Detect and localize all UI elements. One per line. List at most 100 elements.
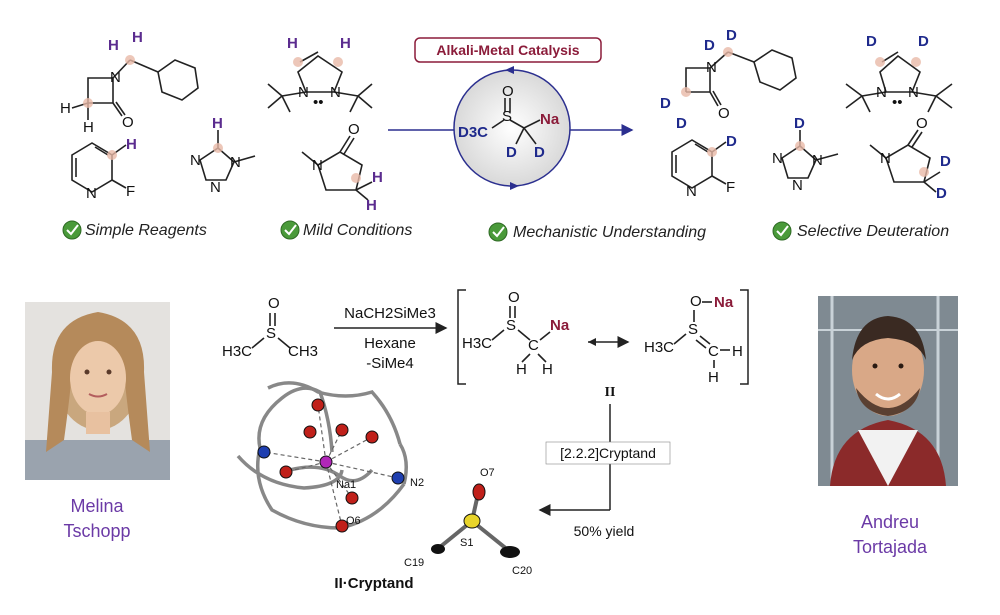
label-h: H	[212, 115, 223, 132]
label-d: D	[660, 95, 671, 112]
yield-label: 50% yield	[574, 523, 635, 539]
label-h3c: H3C	[644, 339, 674, 356]
label-n: N	[686, 183, 697, 200]
label-n: N	[330, 84, 341, 101]
label-n: N	[812, 152, 823, 169]
catalysis-badge-label: Alkali-Metal Catalysis	[436, 42, 579, 58]
label-h: H	[83, 119, 94, 136]
reagent-label: NaCH2SiMe3	[344, 305, 436, 322]
label-d: D	[726, 27, 737, 44]
label-h3c: H3C	[222, 343, 252, 360]
solvent-label: Hexane	[364, 335, 416, 352]
atom-label-o6: O6	[346, 515, 361, 527]
label-h: H	[60, 100, 71, 117]
label-s: S	[688, 321, 698, 338]
check-icon	[488, 222, 508, 242]
label-h: H	[126, 136, 137, 153]
label-c: C	[528, 337, 539, 354]
feature-label: Mild Conditions	[303, 222, 412, 239]
substrate-nhc: H H N N ••	[267, 35, 373, 113]
atom-label-c19: C19	[404, 557, 424, 569]
check-icon	[280, 220, 300, 240]
label-d: D	[534, 144, 545, 161]
label-o: O	[122, 114, 134, 131]
cryptand-box	[545, 441, 671, 465]
label-h: H	[516, 361, 527, 378]
carbene-dots: ••	[892, 94, 903, 111]
cryptand-reagent-label: [2.2.2]Cryptand	[560, 445, 656, 461]
label-d: D	[506, 144, 517, 161]
product-label: II·Cryptand	[334, 575, 413, 592]
label-s: S	[506, 317, 516, 334]
byproduct-label: -SiMe4	[366, 355, 414, 372]
label-h: H	[732, 343, 743, 360]
catalysis-badge	[414, 37, 602, 63]
label-n: N	[298, 84, 309, 101]
label-n: N	[772, 150, 783, 167]
feature-label: Selective Deuteration	[797, 223, 949, 240]
label-d: D	[936, 185, 947, 202]
label-f: F	[126, 183, 135, 200]
cycle-arrowhead	[505, 66, 514, 74]
label-o: O	[718, 105, 730, 122]
substrate-azetidinone: N O H H H H	[60, 29, 199, 136]
portrait-right	[818, 296, 958, 486]
label-o: O	[348, 121, 360, 138]
feature-label: Mechanistic Understanding	[513, 224, 706, 241]
product-triazole-d: D N N N	[772, 115, 839, 194]
product-azetidinone-d: N O D D D D	[660, 27, 797, 132]
label-h: H	[132, 29, 143, 46]
substrate-pyrrolidinone: N O H H	[301, 121, 383, 214]
check-icon	[62, 220, 82, 240]
crystal-anion: O7 S1 C19 C20	[404, 467, 532, 577]
label-h3c: H3C	[462, 335, 492, 352]
portrait-left	[25, 302, 170, 480]
carbene-dots: ••	[313, 94, 324, 111]
label-n: N	[230, 154, 241, 171]
label-d: D	[676, 115, 687, 132]
atom-label-c20: C20	[512, 565, 532, 577]
person-last-name: Tortajada	[853, 537, 928, 557]
label-n: N	[86, 185, 97, 202]
dmso-reactant: H3C S CH3 O	[222, 295, 318, 360]
feature-label: Simple Reagents	[85, 222, 207, 239]
label-n: N	[792, 177, 803, 194]
substrate-fluoropyridine: H N F	[71, 136, 137, 202]
person-first-name: Andreu	[861, 512, 919, 532]
label-d3c: D3C	[458, 124, 488, 141]
label-n: N	[110, 69, 121, 86]
label-o: O	[690, 293, 702, 310]
label-o: O	[268, 295, 280, 312]
label-n: N	[210, 179, 221, 196]
label-d: D	[794, 115, 805, 132]
label-f: F	[726, 179, 735, 196]
person-last-name: Tschopp	[63, 521, 130, 541]
feature-mechanistic-understanding: Mechanistic Understanding	[488, 222, 706, 242]
label-h: H	[372, 169, 383, 186]
substrate-triazole: H N N N	[190, 115, 256, 196]
atom-label-n2: N2	[410, 477, 424, 489]
label-o: O	[916, 115, 928, 132]
label-c: C	[708, 343, 719, 360]
label-s: S	[266, 325, 276, 342]
product-fluoropyridine-d: D N F	[671, 133, 737, 200]
label-h: H	[542, 361, 553, 378]
label-n: N	[876, 84, 887, 101]
label-s: S	[502, 108, 512, 125]
feature-simple-reagents: Simple Reagents	[62, 220, 207, 240]
label-d: D	[726, 133, 737, 150]
label-n: N	[190, 152, 201, 169]
product-pyrrolidinone-d: N O D D	[869, 115, 951, 202]
person-first-name: Melina	[70, 496, 124, 516]
check-icon	[772, 221, 792, 241]
intermediate-enolate: H3C S O Na C H H	[644, 293, 743, 386]
catalyst-dimsyl-sodium: O S D3C Na D D	[458, 83, 560, 161]
label-d: D	[866, 33, 877, 50]
crystal-structure: Na1 N2 O6	[236, 381, 424, 533]
label-h: H	[366, 197, 377, 214]
feature-mild-conditions: Mild Conditions	[280, 220, 412, 240]
label-h: H	[108, 37, 119, 54]
label-h: H	[287, 35, 298, 52]
feature-selective-deuteration: Selective Deuteration	[772, 221, 949, 241]
